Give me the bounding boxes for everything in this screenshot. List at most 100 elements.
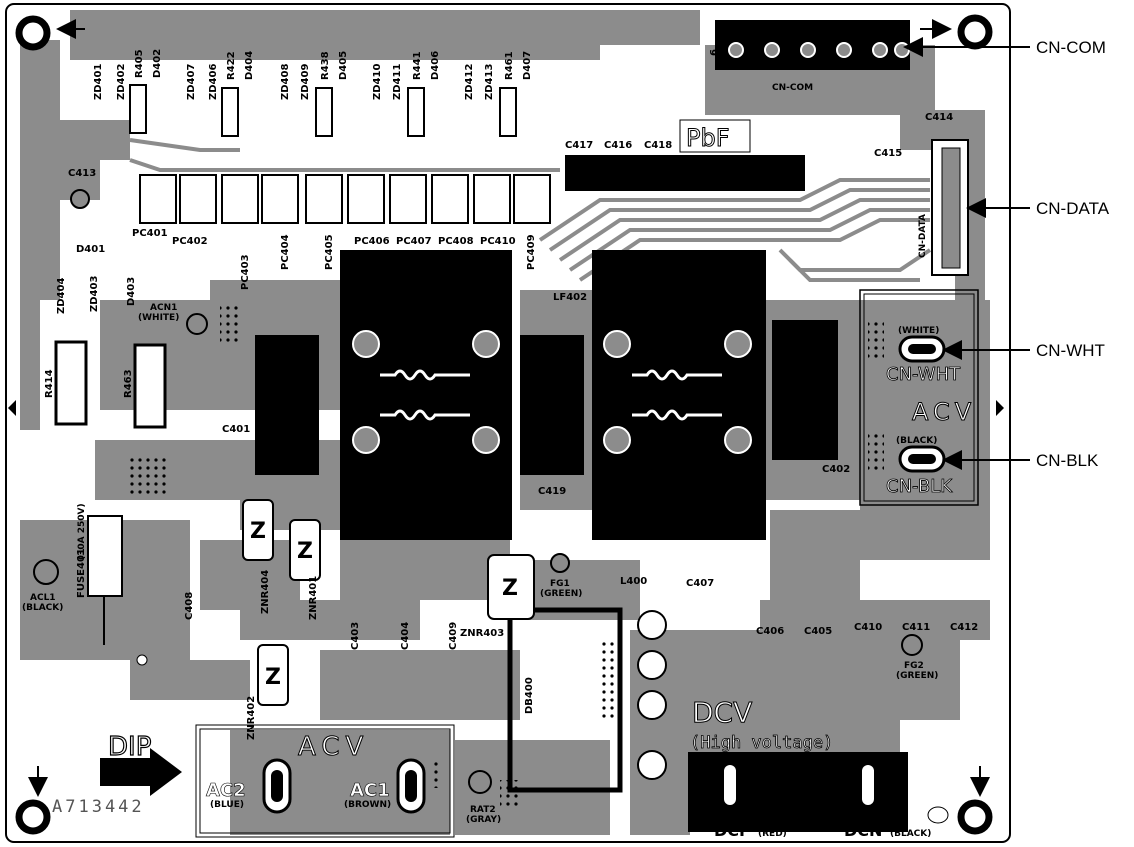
part-number: A713442 [52,797,145,817]
acn1-color: (WHITE) [138,313,179,323]
via-clusters [130,305,884,810]
ref-zd407: ZD407 [186,64,197,100]
lf-holes [352,330,752,454]
ref-zd410: ZD410 [372,64,383,100]
fg2-color: (GREEN) [896,671,938,681]
ref-zd404: ZD404 [56,278,67,314]
r414-body [54,340,88,426]
fuse-body [87,515,123,597]
ref-r463: R463 [123,369,134,398]
cn-data-board-label: CN-DATA [918,214,928,258]
fg1-label: FG1 [550,579,570,589]
dcv-sub-label: (High voltage) [690,733,833,753]
ref-pc403: PC403 [240,254,251,290]
cn-blk-board-label: CN-BLK [886,476,953,497]
dcn-slot [862,765,874,805]
ref-c406: C406 [756,626,784,637]
ref-r441: R441 [412,51,423,80]
cn-wht-board-label: CN-WHT [886,364,961,385]
ref-pc406: PC406 [354,236,390,247]
ref-fuse: FUSE401 [76,548,87,598]
pbf-label: PbF [686,124,730,152]
ref-zd406: ZD406 [208,64,219,100]
ref-zd412: ZD412 [464,64,475,100]
acl1-label: ACL1 [30,593,56,603]
photocouplers [139,174,551,224]
ref-c409: C409 [448,622,459,650]
callout-lines [903,37,1030,470]
top-resistors [129,84,517,137]
callout-cn-wht: CN-WHT [1036,341,1105,360]
ref-zd403: ZD403 [89,276,100,312]
svg-text:Z: Z [297,539,313,564]
znr-boxes [242,499,535,706]
ref-c403: C403 [350,622,361,650]
mounting-holes [15,14,993,835]
ref-c413: C413 [68,168,96,179]
fg1-color: (GREEN) [540,589,582,599]
ref-znr403: ZNR403 [460,628,504,639]
ref-d404: D404 [244,51,255,80]
ac1-color: (BROWN) [344,800,391,810]
ref-pc408: PC408 [438,236,474,247]
ref-c405: C405 [804,626,832,637]
pads [33,189,923,794]
ref-c402: C402 [822,464,850,475]
dcp-label: DCP [714,821,751,840]
ref-d403: D403 [126,277,137,306]
cn-blk-color: (BLACK) [896,436,937,446]
ref-c411: C411 [902,622,930,633]
ref-l400: L400 [620,576,647,587]
ref-zd401: ZD401 [93,64,104,100]
acn1-label: ACN1 [150,303,177,313]
ref-zd408: ZD408 [280,64,291,100]
inductor-blocks [255,20,910,832]
ref-db400: DB400 [524,677,535,714]
r463-body [133,343,167,429]
lf-windings [380,369,722,421]
ref-zd411: ZD411 [392,64,403,100]
hole-arrows [28,19,990,797]
rat2-label: RAT2 [470,805,496,815]
dcv-label: DCV [692,696,752,729]
ref-pc402: PC402 [172,236,208,247]
ref-r414: R414 [44,369,55,398]
ref-c410: C410 [854,622,882,633]
ref-c416: C416 [604,140,632,151]
ref-zd402: ZD402 [116,64,127,100]
dip-label: DIP [108,732,151,762]
ref-c408: C408 [184,592,195,620]
ref-c417: C417 [565,140,593,151]
acl1-color: (BLACK) [22,603,63,613]
ref-d402: D402 [152,49,163,78]
callout-cn-data: CN-DATA [1036,199,1110,218]
ref-lf401: LF401 [353,294,387,305]
ref-c404: C404 [400,622,411,650]
acv-top-label: ACV [912,398,976,426]
ac2-label: AC2 [206,780,246,801]
dcp-color: (RED) [758,829,787,839]
ref-c401: C401 [222,424,250,435]
ref-r461: R461 [504,51,515,80]
ref-c418: C418 [644,140,672,151]
ref-zd413: ZD413 [484,64,495,100]
cn-wht-color: (WHITE) [898,326,939,336]
znr-glyphs: ZZ ZZ [250,519,518,690]
ref-lf402: LF402 [553,292,587,303]
fg2-label: FG2 [904,661,924,671]
ref-pc401: PC401 [132,228,168,239]
ref-pc407: PC407 [396,236,432,247]
svg-text:Z: Z [250,519,266,544]
acv-bottom-label: ACV [298,732,369,762]
ac2-color: (BLUE) [210,800,244,810]
ref-r422: R422 [226,51,237,80]
ref-c419: C419 [538,486,566,497]
ref-d406: D406 [430,51,441,80]
callout-cn-com: CN-COM [1036,38,1106,57]
ref-fuse-rating: (30A 250V) [77,503,87,560]
dcp-slot [724,765,736,805]
ref-pc409: PC409 [526,234,537,270]
svg-text:Z: Z [265,665,281,690]
cn-com-pin: 6 [709,49,720,56]
